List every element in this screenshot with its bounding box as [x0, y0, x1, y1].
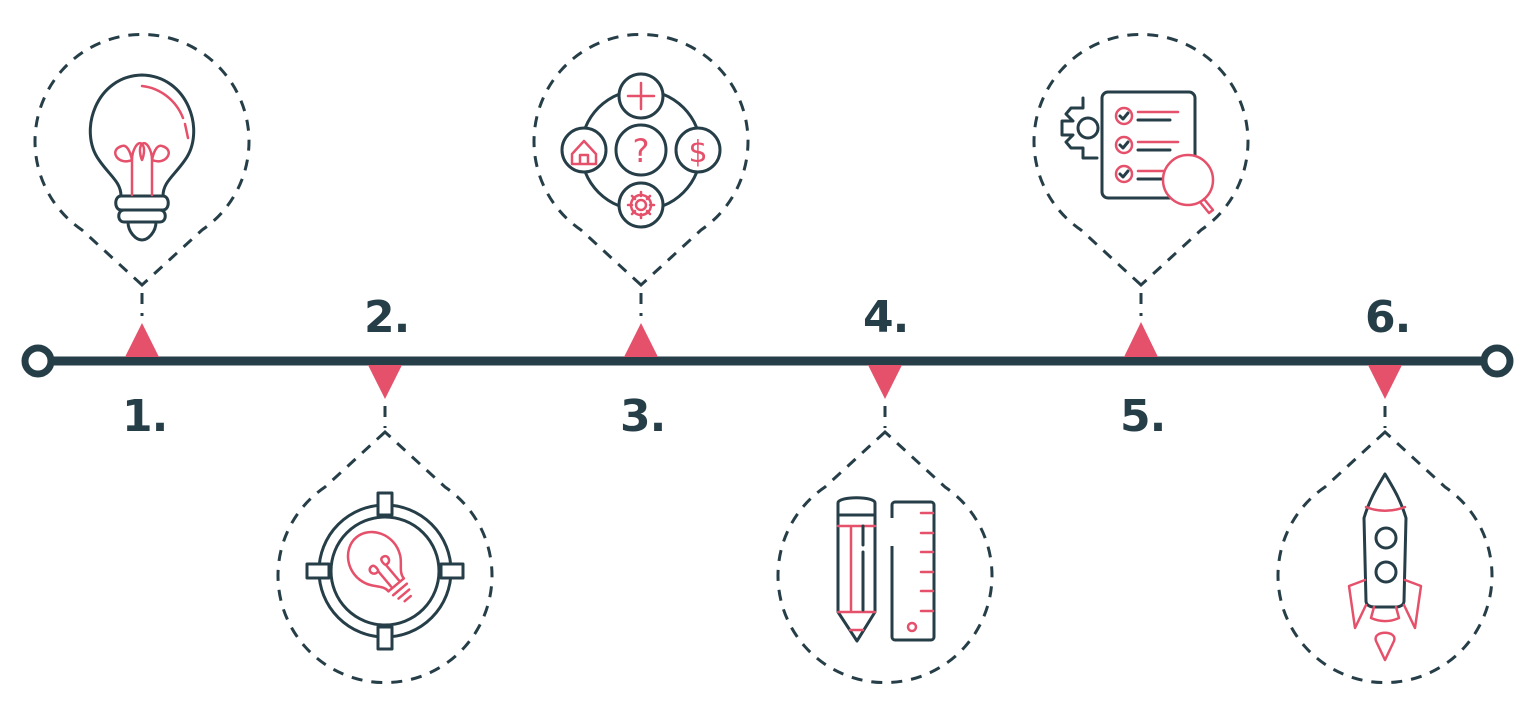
pin-outlines: [33, 32, 1494, 685]
marker-up-5: [1124, 322, 1158, 357]
rocket-launch-icon: [1347, 472, 1423, 662]
pin-3: [532, 32, 750, 288]
svg-text:?: ?: [633, 132, 650, 170]
marker-down-4: [868, 365, 902, 399]
options-network-icon: ? $: [560, 72, 722, 229]
pin-5: [1032, 32, 1250, 288]
pencil-ruler-icon: [836, 496, 936, 643]
pin-2: [276, 429, 494, 685]
marker-down-2: [368, 365, 402, 399]
timeline-end-node: [1480, 344, 1514, 378]
lightbulb-icon: [88, 73, 196, 242]
timeline-axis: [21, 344, 1514, 378]
pin-4: [776, 429, 994, 685]
marker-up-3: [624, 323, 658, 357]
checklist-review-icon: [1060, 90, 1215, 215]
step-label-4: 4.: [863, 292, 909, 343]
timeline-start-node: [21, 344, 55, 378]
marker-down-6: [1368, 365, 1402, 399]
step-label-3: 3.: [620, 391, 666, 442]
pin-6: [1276, 429, 1494, 685]
step-label-5: 5.: [1120, 391, 1166, 442]
pin-1: [33, 32, 251, 288]
svg-text:$: $: [688, 135, 707, 170]
step-label-2: 2.: [364, 292, 410, 343]
step-label-6: 6.: [1365, 292, 1411, 343]
step-label-1: 1.: [122, 391, 168, 442]
step-markers: [125, 322, 1402, 399]
marker-up-1: [125, 323, 159, 357]
connectors: [140, 293, 1387, 428]
target-idea-icon: [305, 491, 465, 651]
